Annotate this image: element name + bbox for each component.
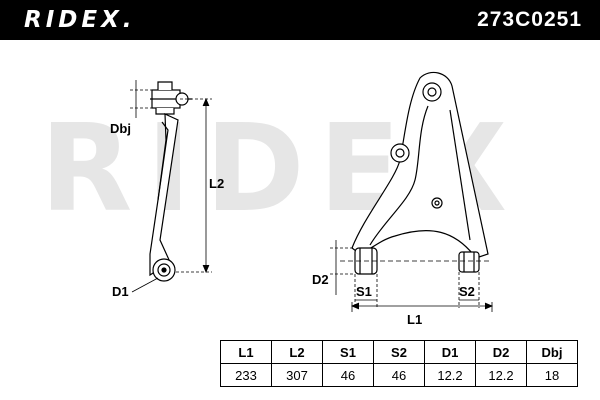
spec-header-l2: L2 (271, 340, 323, 364)
spec-header-s2: S2 (373, 340, 425, 364)
spec-value-l1: 233 (220, 363, 272, 387)
label-d2: D2 (312, 272, 329, 287)
part-number: 273C0251 (477, 8, 582, 31)
dimension-dbj (130, 80, 152, 118)
spec-value-s2: 46 (373, 363, 425, 387)
bushing-s2 (458, 251, 480, 273)
dimension-s1 (354, 274, 378, 308)
brand-logo: RIDEX. (24, 7, 136, 33)
spec-header-dbj: Dbj (526, 340, 578, 364)
label-s2: S2 (459, 284, 475, 299)
leader-d1 (131, 277, 159, 293)
spec-header-s1: S1 (322, 340, 374, 364)
spec-value-d2: 12.2 (475, 363, 527, 387)
label-l1: L1 (407, 312, 422, 327)
header-bar: RIDEX. 273C0251 (0, 0, 600, 40)
spec-table-header-row: L1 L2 S1 S2 D1 D2 Dbj (220, 340, 578, 364)
label-d1: D1 (112, 284, 129, 299)
spec-value-d1: 12.2 (424, 363, 476, 387)
label-dbj: Dbj (110, 121, 131, 136)
technical-drawing: RIDEX Dbj L2 D1 (40, 71, 507, 327)
spec-header-d2: D2 (475, 340, 527, 364)
spec-header-d1: D1 (424, 340, 476, 364)
dimension-l2 (176, 97, 212, 274)
spec-value-s1: 46 (322, 363, 374, 387)
top-view (351, 71, 489, 275)
spec-header-l1: L1 (220, 340, 272, 364)
dimension-d2 (330, 240, 355, 295)
dimension-s2 (458, 272, 480, 308)
spec-value-l2: 307 (271, 363, 323, 387)
dimension-l1 (350, 302, 494, 312)
label-l2: L2 (209, 176, 224, 191)
spec-table-value-row: 233 307 46 46 12.2 12.2 18 (220, 363, 578, 387)
label-s1: S1 (356, 284, 372, 299)
spec-table: L1 L2 S1 S2 D1 D2 Dbj 233 307 46 46 12.2… (220, 340, 578, 387)
spec-value-dbj: 18 (526, 363, 578, 387)
